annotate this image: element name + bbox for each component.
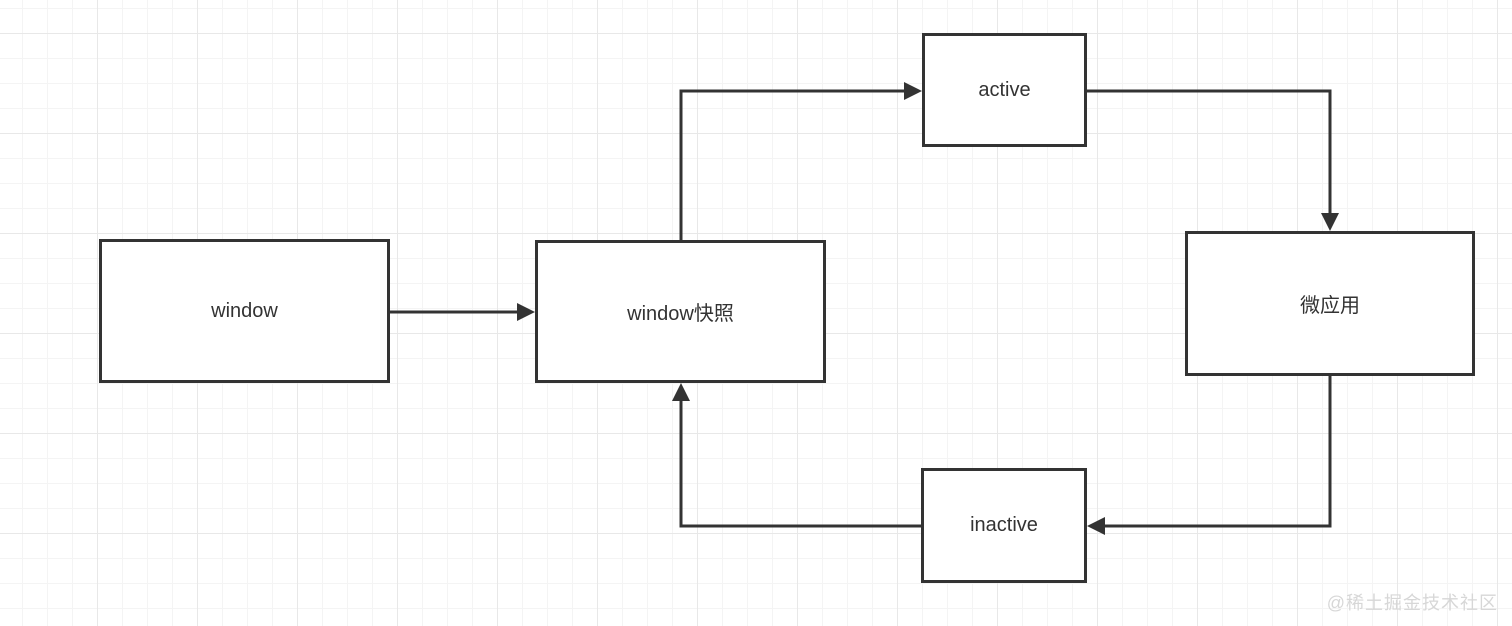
node-micro-app: 微应用 xyxy=(1185,231,1475,376)
node-active-label: active xyxy=(978,78,1031,101)
node-micro-app-label: 微应用 xyxy=(1300,295,1360,317)
node-window-snapshot: window快照 xyxy=(535,240,826,383)
watermark: @稀土掘金技术社区 xyxy=(1326,593,1498,613)
node-inactive-label: inactive xyxy=(970,514,1038,536)
edge-snapshot-to-active xyxy=(679,82,922,240)
edge-window-to-snapshot xyxy=(390,303,535,321)
edge-active-to-microapp xyxy=(1087,89,1339,231)
node-inactive: inactive xyxy=(921,468,1087,583)
edge-microapp-to-inactive xyxy=(1087,376,1332,535)
node-active: active xyxy=(922,33,1087,147)
node-window-snapshot-label: window快照 xyxy=(627,303,734,325)
edge-inactive-to-snapshot xyxy=(672,383,921,528)
node-window-label: window xyxy=(211,299,278,322)
node-window: window xyxy=(99,239,390,383)
